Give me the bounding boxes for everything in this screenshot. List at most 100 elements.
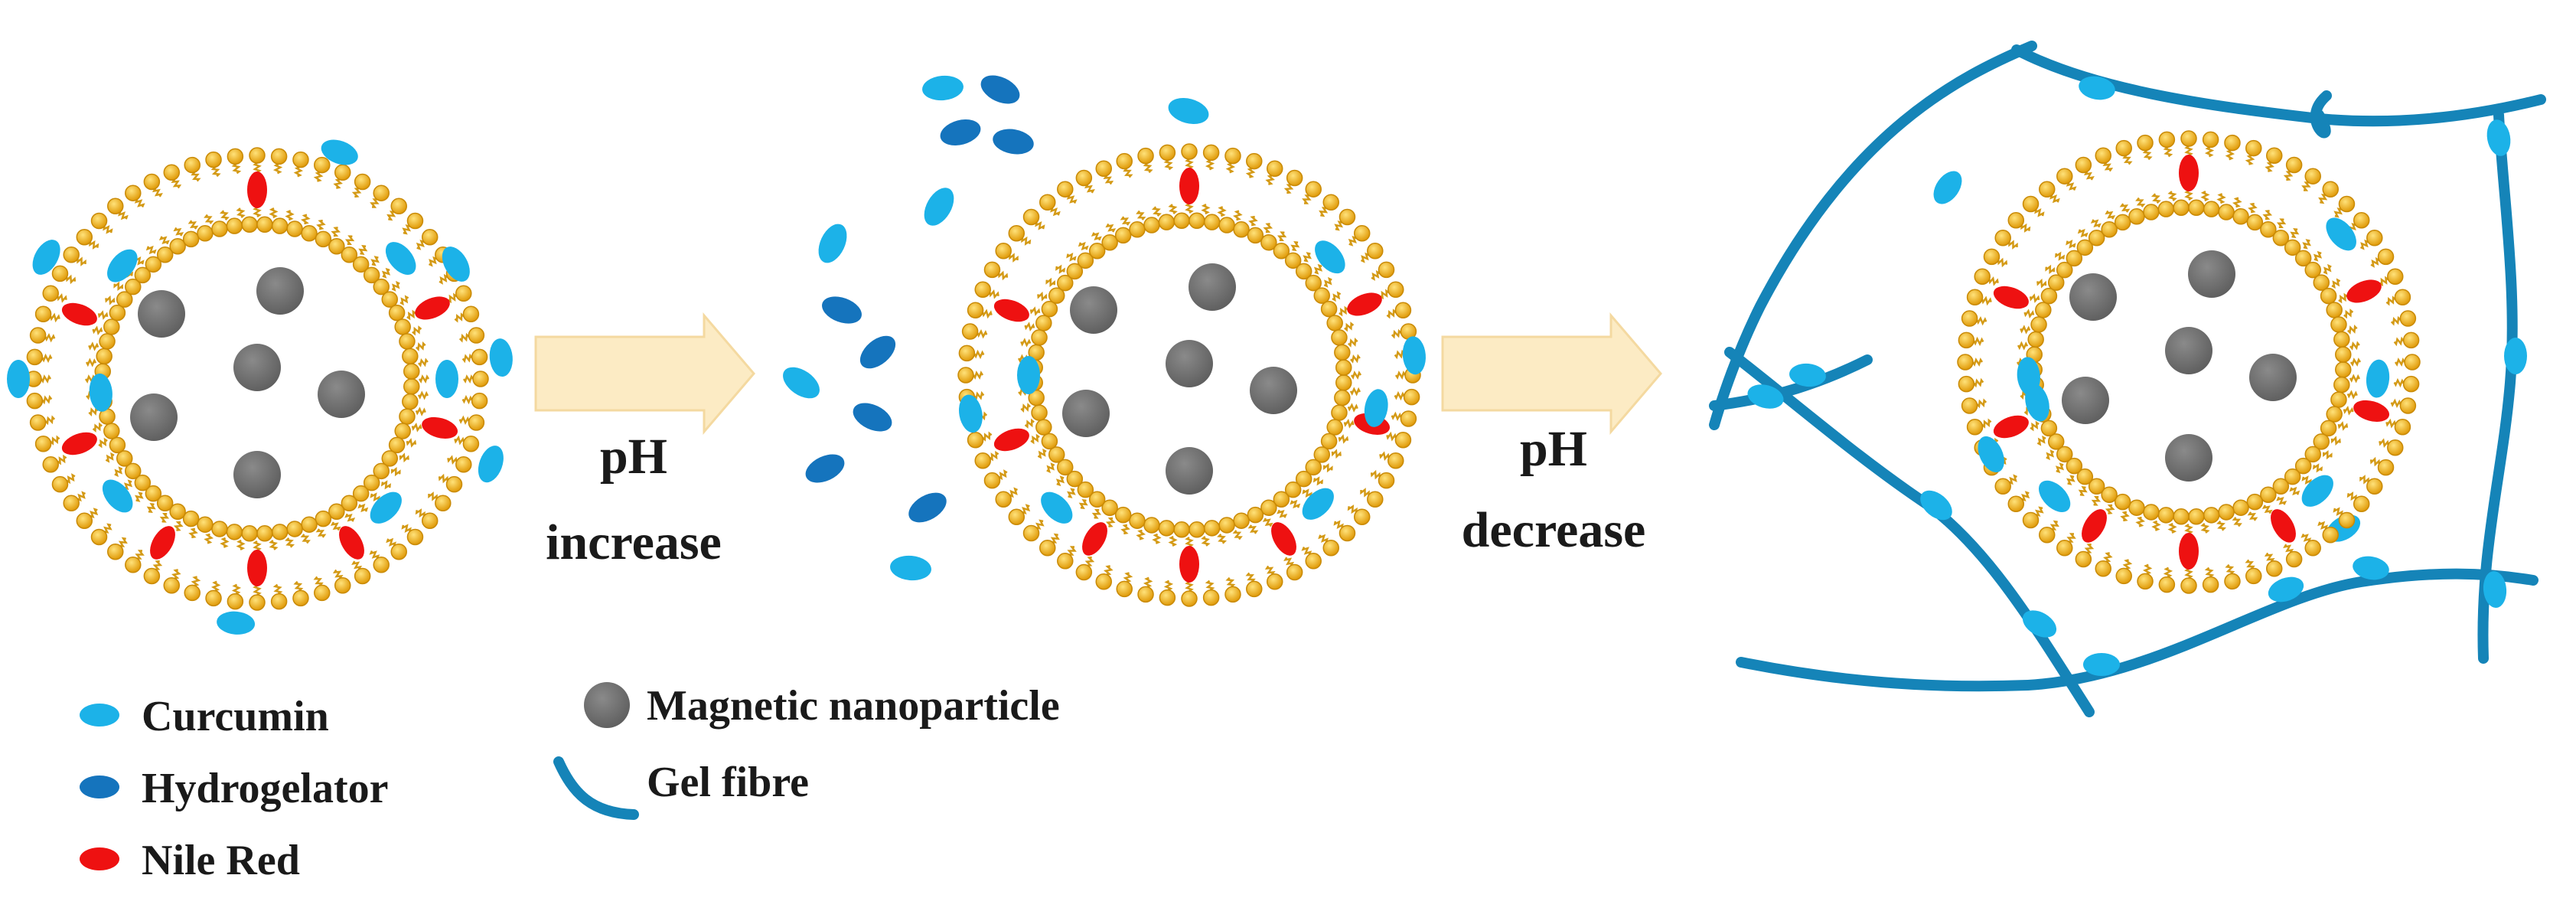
curcumin-group bbox=[7, 139, 513, 635]
curcumin-molecule bbox=[2039, 480, 2071, 512]
released-molecules bbox=[783, 75, 1209, 581]
legend-item-nile-red: Nile Red bbox=[80, 837, 300, 884]
nanoparticle bbox=[233, 344, 281, 391]
nile-red-molecule bbox=[150, 526, 175, 560]
curcumin-molecule bbox=[922, 75, 964, 101]
legend-item-nanoparticle: Magnetic nanoparticle bbox=[584, 682, 1060, 730]
nanoparticle bbox=[2165, 327, 2212, 374]
curcumin-molecule bbox=[370, 491, 402, 524]
curcumin-molecule bbox=[2483, 571, 2507, 608]
curcumin-molecule bbox=[2366, 359, 2390, 398]
nile-red-molecule bbox=[1179, 546, 1199, 583]
nile-red-molecule bbox=[993, 428, 1029, 452]
legend-item-hydrogelator: Hydrogelator bbox=[80, 765, 388, 812]
nile-red-group bbox=[61, 171, 458, 586]
curcumin-molecule bbox=[321, 139, 358, 165]
ph-increase-arrow: pH increase bbox=[534, 312, 755, 570]
nanoparticle bbox=[1250, 367, 1297, 414]
curcumin-molecule bbox=[1920, 490, 1952, 521]
legend-label-nile-red: Nile Red bbox=[142, 837, 300, 884]
curcumin-molecule bbox=[102, 479, 133, 513]
curcumin-molecule bbox=[1302, 488, 1334, 520]
ph-decrease-arrow: pH decrease bbox=[1441, 312, 1662, 558]
curcumin-molecule bbox=[2079, 76, 2115, 100]
gel-fibre bbox=[1709, 41, 2037, 430]
gel-fibre bbox=[2477, 109, 2518, 664]
curcumin-molecule bbox=[1402, 336, 1426, 375]
nanoparticle bbox=[2062, 377, 2109, 424]
nanoparticle bbox=[2069, 273, 2117, 321]
nile-red-molecule bbox=[415, 296, 450, 320]
curcumin-group bbox=[1978, 217, 2390, 512]
nile-red-molecule bbox=[247, 550, 267, 586]
nanoparticle bbox=[1189, 263, 1236, 311]
curcumin-molecule bbox=[107, 249, 138, 282]
hydrogelator-molecule bbox=[822, 296, 862, 324]
curcumin-molecule bbox=[435, 360, 458, 398]
ph-decrease-label-line1: pH bbox=[1520, 421, 1587, 477]
nile-red-molecule bbox=[339, 526, 364, 560]
nanoparticle bbox=[233, 451, 281, 498]
legend-label-nanoparticle: Magnetic nanoparticle bbox=[647, 682, 1060, 730]
curcumin-molecule bbox=[7, 360, 30, 398]
nile-red-group bbox=[1993, 155, 2390, 570]
nanoparticle-swatch bbox=[584, 682, 630, 728]
nanoparticle bbox=[138, 290, 185, 338]
nanoparticles bbox=[2062, 250, 2297, 482]
curcumin-molecule bbox=[924, 188, 954, 226]
legend: Curcumin Hydrogelator Nile Red Magnetic … bbox=[80, 682, 1060, 884]
legend-label-hydrogelator: Hydrogelator bbox=[142, 765, 388, 812]
curcumin-molecule bbox=[2353, 556, 2389, 580]
nanoparticle bbox=[130, 393, 178, 441]
curcumin-molecule bbox=[2268, 576, 2304, 602]
nile-red-molecule bbox=[2271, 509, 2296, 543]
curcumin-molecule bbox=[783, 367, 820, 399]
nile-red-molecule bbox=[61, 302, 97, 326]
lipid-heads bbox=[957, 143, 1421, 607]
curcumin-molecule bbox=[818, 224, 847, 263]
nile-red-molecule bbox=[2353, 400, 2390, 422]
curcumin-molecule bbox=[1315, 240, 1345, 274]
nile-red-molecule bbox=[2179, 155, 2199, 191]
curcumin-molecule bbox=[385, 242, 416, 275]
hydrogelator-molecule bbox=[940, 119, 981, 145]
legend-label-curcumin: Curcumin bbox=[142, 693, 329, 740]
curcumin-molecule bbox=[1789, 363, 1826, 387]
gel-fibre bbox=[1709, 354, 1873, 411]
nanoparticle bbox=[1166, 447, 1213, 495]
curcumin-molecule bbox=[890, 555, 931, 581]
curcumin-molecule bbox=[1364, 389, 1388, 427]
ph-increase-label-line1: pH bbox=[600, 429, 667, 485]
vesicle-in-gel bbox=[1957, 130, 2421, 594]
curcumin-molecule bbox=[478, 446, 504, 483]
lipid-heads bbox=[25, 147, 489, 611]
hydrogelator-molecule bbox=[993, 129, 1034, 155]
curcumin-molecule bbox=[1041, 491, 1073, 524]
curcumin-molecule bbox=[2504, 338, 2527, 374]
curcumin-molecule bbox=[2022, 610, 2057, 638]
nile-red-molecule bbox=[2346, 279, 2382, 303]
hydrogelator-molecule bbox=[908, 492, 947, 523]
curcumin-molecule bbox=[2326, 217, 2356, 251]
gel-fibre bbox=[2310, 90, 2332, 139]
curcumin-molecule bbox=[1978, 436, 2004, 472]
nanoparticle bbox=[1166, 340, 1213, 387]
curcumin-molecule bbox=[89, 373, 112, 412]
legend-label-gel-fibre: Gel fibre bbox=[647, 759, 809, 806]
nile-red-molecule bbox=[61, 432, 97, 455]
nile-red-molecule bbox=[2179, 533, 2199, 570]
nanoparticle bbox=[1062, 390, 1110, 437]
nile-red-group bbox=[993, 168, 1391, 583]
curcumin-molecule bbox=[1168, 98, 1209, 124]
nile-red-molecule bbox=[1347, 292, 1382, 316]
lipid-tails bbox=[972, 158, 1407, 593]
ph-increase-label-line2: increase bbox=[546, 514, 722, 570]
curcumin-molecule bbox=[489, 338, 513, 377]
curcumin-molecule bbox=[1017, 356, 1040, 394]
nile-red-swatch bbox=[80, 847, 119, 870]
nile-red-molecule bbox=[247, 171, 267, 208]
hydrogelator-molecule bbox=[980, 75, 1020, 104]
curcumin-molecule bbox=[2083, 653, 2120, 676]
nile-red-molecule bbox=[2082, 509, 2107, 543]
